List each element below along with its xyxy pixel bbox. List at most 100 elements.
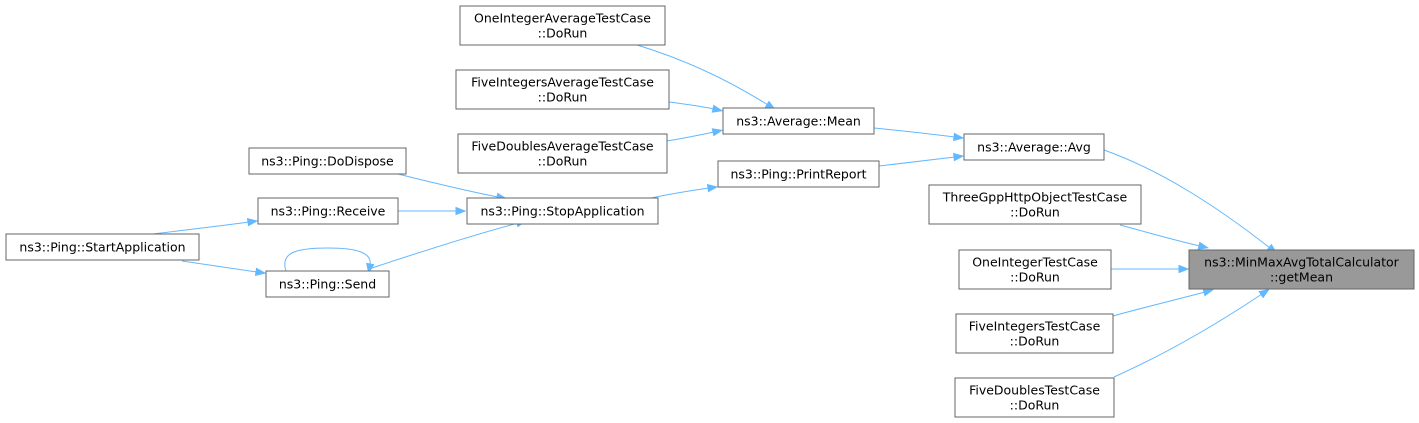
node-startApp[interactable]: ns3::Ping::StartApplication (5, 233, 200, 261)
node-box (954, 377, 1115, 418)
edge-line (650, 187, 710, 199)
edge-doDispose-to-stopApp (397, 173, 508, 201)
arrowhead (711, 128, 724, 137)
node-label: ::DoRun (538, 26, 588, 41)
node-oneInt[interactable]: OneIntegerTestCase::DoRun (958, 249, 1112, 290)
edge-threeGpp-to-getMean (1119, 224, 1210, 250)
node-box (457, 133, 668, 174)
node-label: ns3::Average::Mean (736, 114, 861, 129)
arrowhead (1178, 264, 1190, 274)
node-send[interactable]: ns3::Ping::Send (265, 270, 390, 298)
edge-line (1112, 291, 1206, 317)
node-oneIntAvg[interactable]: OneIntegerAverageTestCase::DoRun (459, 5, 666, 46)
node-fiveIntAvg[interactable]: FiveIntegersAverageTestCase::DoRun (455, 69, 670, 110)
edge-fiveDbl-to-getMean (1113, 288, 1270, 378)
node-threeGpp[interactable]: ThreeGppHttpObjectTestCase::DoRun (928, 184, 1142, 225)
arrowhead (706, 184, 719, 193)
node-avg[interactable]: ns3::Average::Avg (963, 133, 1105, 161)
node-box (928, 184, 1142, 225)
node-box (5, 233, 200, 261)
edge-line (1103, 149, 1271, 249)
node-receive[interactable]: ns3::Ping::Receive (257, 197, 399, 225)
node-label: ThreeGppHttpObjectTestCase (942, 190, 1128, 205)
node-doDispose[interactable]: ns3::Ping::DoDispose (248, 147, 407, 175)
node-label: ns3::Average::Avg (977, 140, 1091, 155)
node-label: ::DoRun (1010, 398, 1060, 413)
edge-printReport-to-avg (878, 152, 965, 167)
arrowhead (455, 206, 467, 216)
node-label: ns3::MinMaxAvgTotalCalculator (1204, 255, 1400, 270)
edge-stopApp-to-printReport (650, 184, 719, 199)
node-box (265, 270, 390, 298)
node-fiveDbl[interactable]: FiveDoublesTestCase::DoRun (954, 377, 1115, 418)
edge-line (1113, 293, 1263, 378)
edge-oneInt-to-getMean (1111, 264, 1190, 274)
edge-line (181, 260, 258, 273)
edge-line (636, 44, 769, 106)
edge-line (668, 101, 715, 110)
edge-line (371, 222, 519, 269)
nodes-layer: ns3::MinMaxAvgTotalCalculator::getMeanns… (5, 5, 1415, 418)
node-fiveInt[interactable]: FiveIntegersTestCase::DoRun (955, 313, 1114, 354)
node-box (958, 249, 1112, 290)
arrowhead (1258, 288, 1270, 299)
edge-send-to-stopApp (371, 219, 528, 269)
node-label: ::DoRun (1010, 205, 1060, 220)
arrowhead (1197, 241, 1210, 250)
node-label: ns3::Ping::StopApplication (480, 204, 644, 219)
edge-startApp-to-receive (152, 218, 259, 235)
node-label: OneIntegerAverageTestCase (474, 11, 651, 26)
edge-line (397, 173, 499, 198)
edge-send-to-send (284, 247, 375, 275)
node-box (257, 197, 399, 225)
edge-startApp-to-send (181, 260, 267, 276)
node-label: ns3::Ping::StartApplication (19, 240, 185, 255)
edge-line (152, 221, 250, 235)
node-label: FiveIntegersTestCase (969, 319, 1101, 334)
node-label: FiveDoublesTestCase (969, 383, 1100, 398)
edge-line (284, 247, 371, 272)
node-printReport[interactable]: ns3::Ping::PrintReport (717, 160, 880, 188)
node-label: ::DoRun (538, 154, 588, 169)
node-box (722, 107, 875, 135)
arrowhead (254, 267, 267, 276)
node-fiveDblAvg[interactable]: FiveDoublesAverageTestCase::DoRun (457, 133, 668, 174)
arrowhead (711, 104, 724, 113)
edges-layer (152, 44, 1278, 378)
arrowhead (953, 152, 965, 162)
node-label: ns3::Ping::PrintReport (730, 167, 866, 182)
edge-fiveDblAvg-to-mean (666, 128, 724, 142)
node-label: FiveDoublesAverageTestCase (471, 139, 653, 154)
node-box (963, 133, 1105, 161)
node-box (1188, 249, 1415, 290)
edge-fiveInt-to-getMean (1112, 288, 1215, 317)
node-label: ::DoRun (1010, 270, 1060, 285)
edge-line (666, 131, 715, 142)
arrowhead (953, 132, 965, 142)
edge-line (873, 127, 956, 138)
node-stopApp[interactable]: ns3::Ping::StopApplication (466, 197, 659, 225)
node-label: ns3::Ping::DoDispose (261, 154, 394, 169)
node-box (466, 197, 659, 225)
node-label: ::getMean (1270, 270, 1333, 285)
node-label: ns3::Ping::Send (279, 277, 376, 292)
node-label: OneIntegerTestCase (972, 255, 1098, 270)
edge-mean-to-avg (873, 127, 965, 142)
node-label: ::DoRun (538, 90, 588, 105)
arrowhead (1202, 288, 1215, 297)
node-mean[interactable]: ns3::Average::Mean (722, 107, 875, 135)
node-box (459, 5, 666, 46)
edge-line (1119, 224, 1201, 247)
edge-fiveIntAvg-to-mean (668, 101, 724, 113)
node-box (717, 160, 880, 188)
edge-line (878, 156, 956, 167)
node-box (248, 147, 407, 175)
edge-receive-to-stopApp (398, 206, 467, 216)
node-label: ::DoRun (1010, 334, 1060, 349)
arrowhead (246, 218, 259, 227)
node-label: ns3::Ping::Receive (271, 204, 386, 219)
node-getMean[interactable]: ns3::MinMaxAvgTotalCalculator::getMean (1188, 249, 1415, 290)
node-box (955, 313, 1114, 354)
node-box (455, 69, 670, 110)
node-label: FiveIntegersAverageTestCase (471, 75, 654, 90)
